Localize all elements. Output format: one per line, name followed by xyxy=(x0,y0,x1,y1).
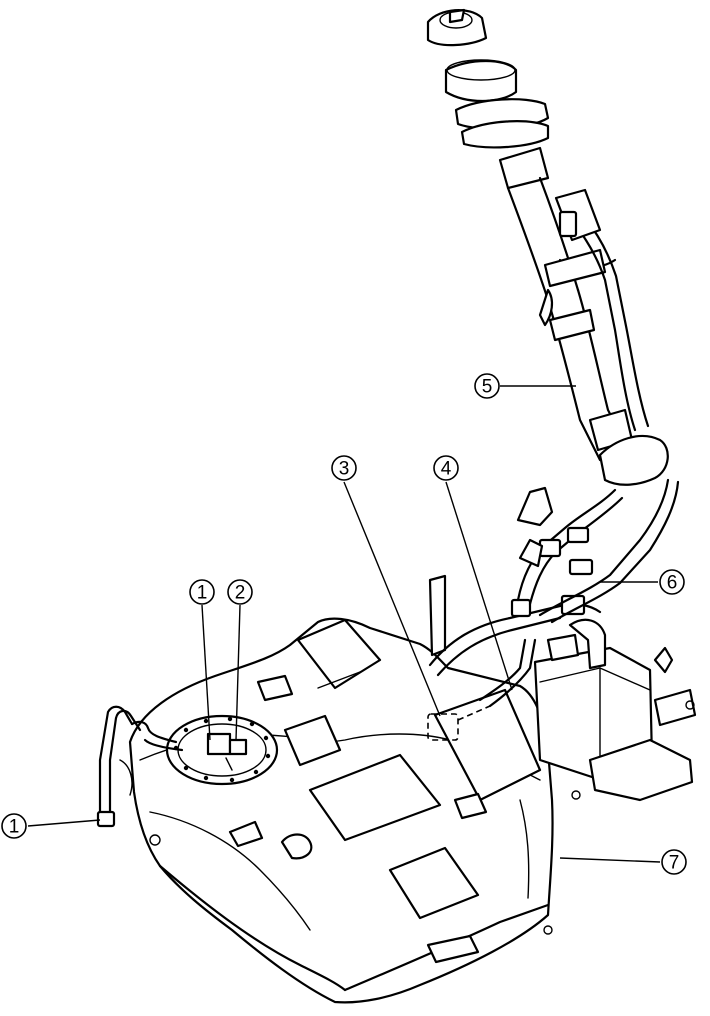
callout-label: 1 xyxy=(197,583,208,604)
fuel-tank xyxy=(128,574,581,1004)
callout-pump-connector: 2 xyxy=(227,579,253,605)
callout-vapor-hose: 6 xyxy=(659,569,685,595)
vapor-hoses xyxy=(428,478,680,708)
callout-label: 7 xyxy=(669,853,680,874)
callout-filler-pipe: 5 xyxy=(474,373,500,399)
callout-part-4: 4 xyxy=(433,455,459,481)
fuel-line xyxy=(96,705,142,828)
fuel-pump-unit xyxy=(130,714,279,786)
charcoal-canister xyxy=(533,618,697,802)
callout-label: 3 xyxy=(339,459,350,480)
callout-fuel-tank: 7 xyxy=(661,849,687,875)
callout-label: 2 xyxy=(235,583,246,604)
filler-pipe xyxy=(498,146,669,486)
callout-fuel-line-end: 1 xyxy=(1,813,27,839)
leader-lines xyxy=(27,385,661,863)
filler-cap-parts xyxy=(426,8,550,149)
callout-label: 4 xyxy=(441,459,452,480)
callout-fuel-pump-unit: 1 xyxy=(189,579,215,605)
callout-label: 1 xyxy=(9,817,20,838)
callout-part-3: 3 xyxy=(331,455,357,481)
callout-label: 5 xyxy=(482,377,493,398)
callout-label: 6 xyxy=(667,573,678,594)
